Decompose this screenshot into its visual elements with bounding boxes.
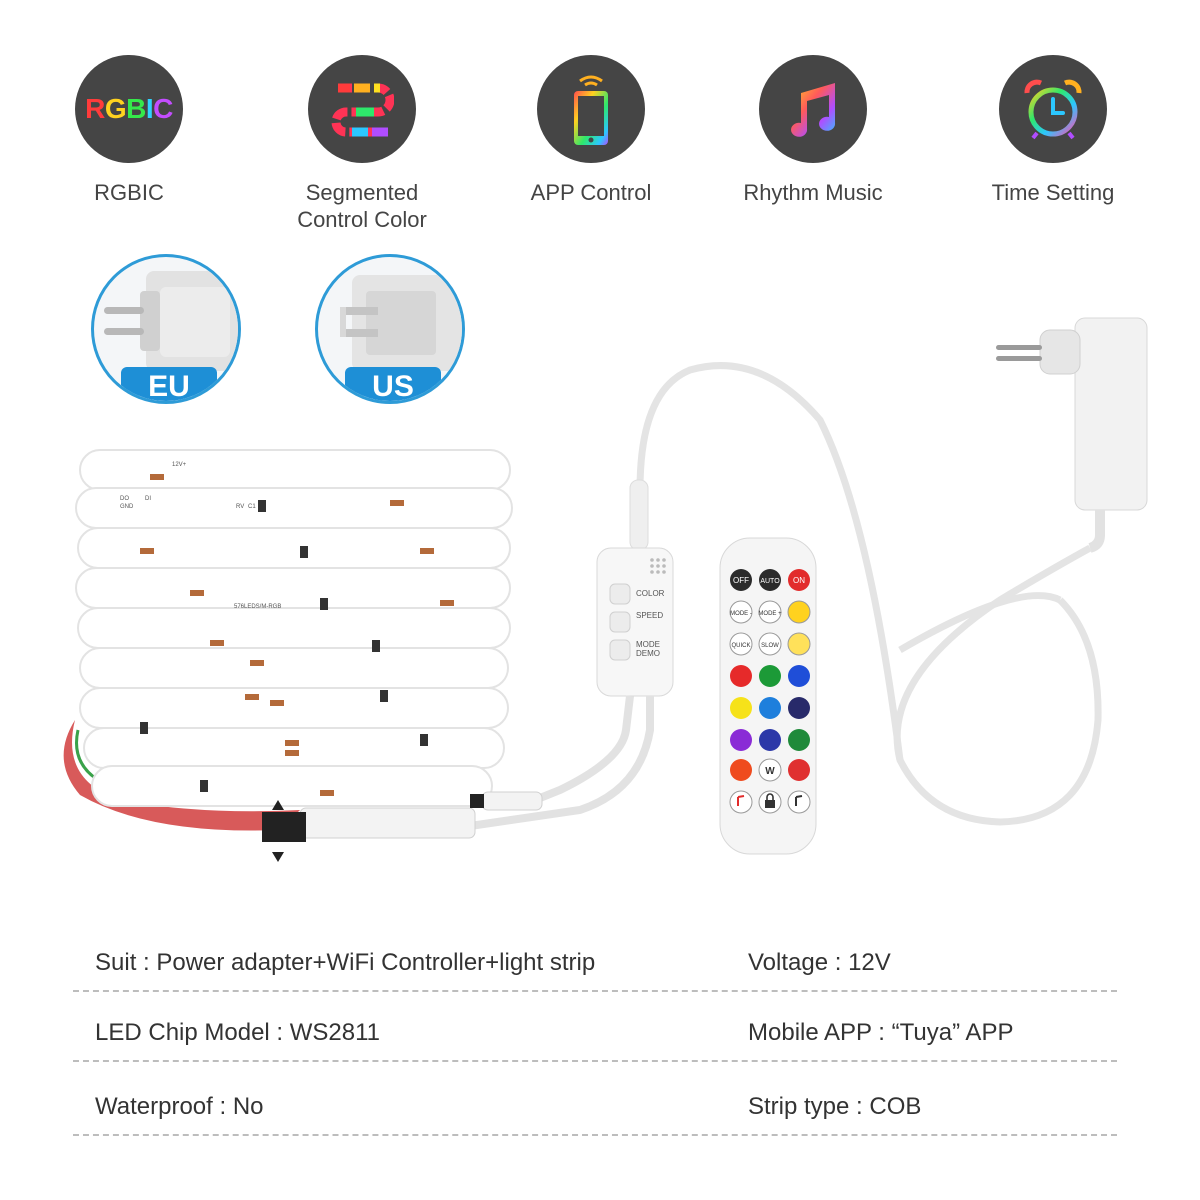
segmented-color-icon: [308, 55, 416, 163]
remote-mode-plus-label: MODE +: [758, 611, 782, 617]
feature-label: Time Setting: [991, 180, 1115, 205]
strip-label: RV: [236, 504, 244, 510]
feature-label: APP Control: [530, 180, 652, 205]
feature-app-control: APP Control: [481, 55, 701, 206]
remote-mode-buttons: MODE - MODE + QUICK SLOW: [729, 600, 811, 656]
feature-label: Segmented Control Color: [297, 180, 427, 232]
us-badge: US: [345, 367, 441, 401]
feature-segmented-control: Segmented Control Color: [252, 55, 472, 233]
spec-row: Waterproof : No Strip type : COB: [73, 1064, 1117, 1136]
wifi-controller: [469, 479, 674, 830]
strip-label: GND: [120, 504, 134, 510]
us-plug-icon: US: [315, 254, 465, 404]
remote-on-label: ON: [793, 576, 805, 585]
spec-row: LED Chip Model : WS2811 Mobile APP : “Tu…: [73, 990, 1117, 1062]
remote-mode-minus-label: MODE -: [730, 611, 752, 617]
eu-plug-icon: EU: [91, 254, 241, 404]
spec-led-chip: LED Chip Model : WS2811: [95, 1019, 381, 1046]
strip-label: DO: [120, 496, 129, 502]
remote-top-buttons: OFF AUTO ON: [730, 569, 810, 591]
led-strip-reel: 12V+ DO DI GND RV C1 576LEDS/M-RGB: [63, 449, 513, 831]
power-cable: [636, 362, 1102, 826]
spec-voltage: Voltage : 12V: [748, 949, 891, 976]
spec-waterproof: Waterproof : No: [95, 1093, 264, 1120]
strip-connector: [262, 791, 543, 862]
spec-mobile-app: Mobile APP : “Tuya” APP: [748, 1019, 1014, 1046]
remote-quick-label: QUICK: [731, 643, 750, 649]
remote-off-label: OFF: [733, 576, 749, 585]
product-scene: 12V+ DO DI GND RV C1 576LEDS/M-RGB OFF A…: [63, 317, 1148, 862]
eu-badge: EU: [121, 367, 217, 401]
feature-time-setting: Time Setting: [943, 55, 1163, 206]
spec-row: Suit : Power adapter+WiFi Controller+lig…: [73, 920, 1117, 992]
controller-mode-label: MODE DEMO: [636, 640, 660, 658]
plug-option-us: US: [315, 254, 465, 404]
remote-white-label: W: [765, 766, 775, 777]
spec-suit: Suit : Power adapter+WiFi Controller+lig…: [95, 949, 596, 976]
remote-auto-label: AUTO: [760, 578, 780, 585]
remote-control: OFF AUTO ON MODE - MODE + QUICK SLOW W: [719, 537, 817, 855]
music-note-icon: [759, 55, 867, 163]
alarm-clock-icon: [999, 55, 1107, 163]
rgbic-logo-icon: RGBIC: [75, 55, 183, 163]
remote-slow-label: SLOW: [761, 643, 779, 649]
strip-label: 576LEDS/M-RGB: [234, 604, 281, 610]
strip-label: DI: [145, 496, 151, 502]
feature-label: RGBIC: [94, 180, 164, 205]
smartphone-wifi-icon: [537, 55, 645, 163]
feature-rgbic: RGBIC RGBIC: [19, 55, 239, 206]
feature-label: Rhythm Music: [743, 180, 883, 205]
strip-label: 12V+: [172, 462, 187, 468]
strip-label: C1: [248, 504, 256, 510]
rgbic-logo-text: RGBIC: [85, 93, 173, 124]
spec-strip-type: Strip type : COB: [748, 1093, 922, 1120]
controller-color-label: COLOR: [636, 589, 665, 598]
remote-bottom-buttons: [729, 790, 811, 814]
power-adapter: [996, 317, 1148, 553]
remote-color-buttons: W: [730, 665, 810, 782]
controller-speed-label: SPEED: [636, 611, 664, 620]
feature-rhythm-music: Rhythm Music: [703, 55, 923, 206]
plug-option-eu: EU: [91, 254, 241, 404]
